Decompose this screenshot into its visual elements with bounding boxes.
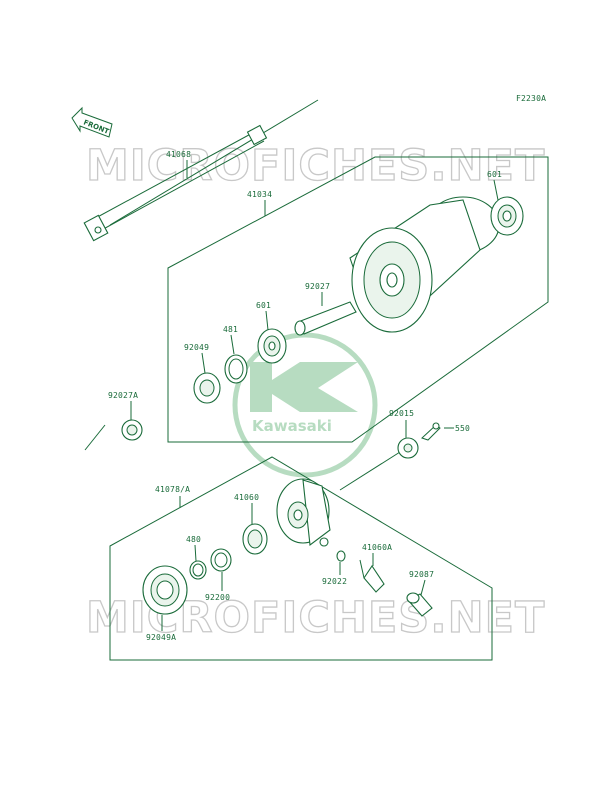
label-41068: 41068 (166, 150, 191, 159)
logo-text: Kawasaki (252, 417, 332, 435)
washer-92200 (210, 548, 232, 572)
circlip-481 (224, 354, 248, 384)
washer-92022 (336, 550, 346, 562)
cotter-pin-550 (421, 422, 441, 441)
axle-41068 (83, 99, 319, 242)
spacer-92027 (294, 301, 357, 336)
label-41060A: 41060A (362, 543, 392, 552)
axis-line-mid (339, 451, 401, 491)
label-92022: 92022 (322, 577, 347, 586)
axis-line-left (84, 424, 106, 451)
seal-92049A (142, 565, 188, 615)
label-92087: 92087 (409, 570, 434, 579)
pinion-41060A (359, 559, 385, 593)
label-41034: 41034 (247, 190, 272, 199)
front-arrow-icon: FRONT (71, 106, 113, 138)
label-92049: 92049 (184, 343, 209, 352)
bearing-601-top (490, 196, 524, 236)
kawasaki-logo: Kawasaki (232, 332, 378, 478)
seal-92049 (193, 372, 221, 404)
washer-92015 (397, 437, 419, 459)
label-41078A: 41078/A (155, 485, 190, 494)
bushing-92087 (406, 592, 433, 617)
label-92200: 92200 (205, 593, 230, 602)
label-481: 481 (223, 325, 238, 334)
figure-code: F2230A (516, 94, 546, 103)
label-92027A: 92027A (108, 391, 138, 400)
label-550: 550 (455, 424, 470, 433)
label-601-mid: 601 (256, 301, 271, 310)
leader-lines (130, 160, 499, 631)
hub-group-box (167, 156, 549, 443)
label-92027: 92027 (305, 282, 330, 291)
label-92015: 92015 (389, 409, 414, 418)
hub-assembly (349, 196, 500, 333)
label-480: 480 (186, 535, 201, 544)
bearing-601-mid (257, 328, 287, 364)
collar-92027A (121, 419, 143, 441)
label-41060: 41060 (234, 493, 259, 502)
watermark-top: MICROFICHES.NET (86, 141, 545, 191)
gear-41060 (242, 523, 268, 555)
label-601-top: 601 (487, 170, 502, 179)
ring-480 (189, 560, 207, 580)
gear-group-box (109, 456, 493, 661)
label-92049A: 92049A (146, 633, 176, 642)
gear-housing (276, 478, 331, 547)
